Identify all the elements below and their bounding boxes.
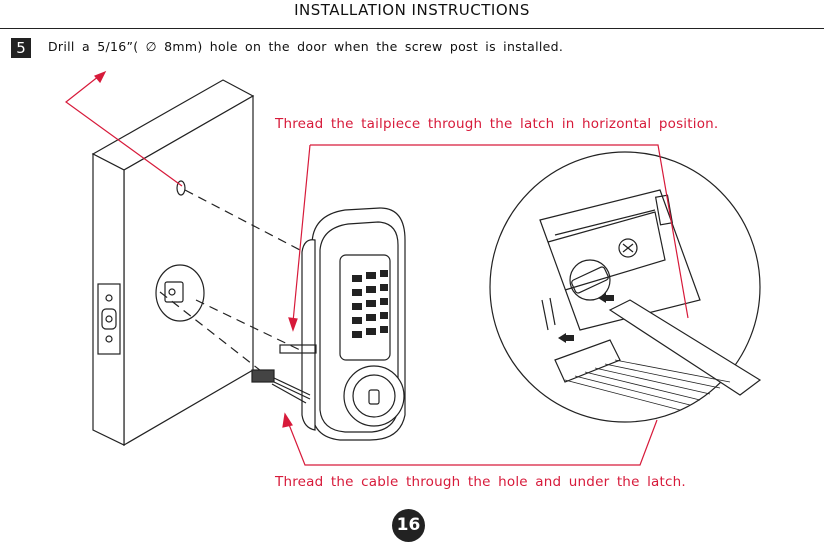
- page-number-badge: 16: [392, 509, 425, 542]
- tailpiece-callout: Thread the tailpiece through the latch i…: [275, 116, 718, 132]
- door-illustration: [93, 80, 253, 445]
- detail-magnifier: [490, 152, 760, 422]
- cable-callout: Thread the cable through the hole and un…: [275, 474, 686, 490]
- keypad-lock-illustration: [252, 208, 405, 440]
